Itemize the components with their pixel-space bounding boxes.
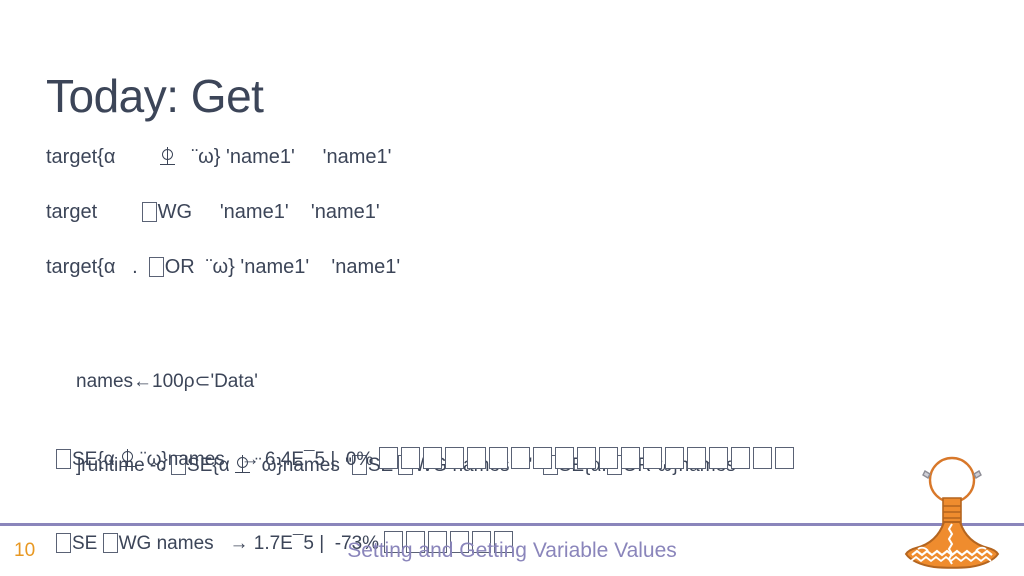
- benchmark-bar-cell: [466, 447, 486, 469]
- benchmark-bar-cell: [752, 447, 772, 469]
- benchmark-results: SE{α ¨ω}names → 6.4E¯5 | 0% SE WG names …: [56, 390, 797, 576]
- spacer: [295, 146, 323, 168]
- spacer: [195, 256, 206, 278]
- apl-quad-glyph: [56, 449, 71, 469]
- benchmark-bar-cell: [554, 447, 574, 469]
- footer-divider: [0, 523, 1024, 526]
- benchmark-metrics: → 1.7E¯5 | -73%: [213, 533, 385, 554]
- spacer: [289, 201, 311, 223]
- benchmark-bar-cell: [620, 447, 640, 469]
- code-text: OR: [164, 256, 195, 278]
- code-text: ¨ω}names: [134, 449, 225, 470]
- benchmark-bar-cell: [664, 447, 684, 469]
- code-text: 'name1': [310, 201, 380, 223]
- benchmark-bar-cell: [488, 447, 508, 469]
- benchmark-result-row: SE WG names → 1.7E¯5 | -73%: [56, 530, 797, 558]
- page-title: Today: Get: [46, 69, 264, 122]
- apl-quad-glyph: [171, 455, 187, 475]
- spacer: [115, 146, 159, 168]
- dyalog-logo-icon: [896, 448, 1008, 570]
- apl-expression-line-3: target{α . OR ¨ω} 'name1' 'name1': [46, 256, 400, 278]
- code-text: SE{α: [72, 449, 120, 470]
- benchmark-bar: [384, 531, 516, 554]
- code-text: target{α: [46, 146, 116, 168]
- code-text: .: [132, 256, 138, 278]
- benchmark-bar-cell: [428, 531, 448, 553]
- apl-quad-glyph: [148, 257, 164, 277]
- code-text: target: [46, 201, 98, 223]
- benchmark-bar-cell: [598, 447, 618, 469]
- spacer: [97, 201, 141, 223]
- code-text: ¨ω} 'name1': [191, 146, 295, 168]
- code-text: ¨ω}names ": [250, 455, 352, 476]
- code-text: WG: [157, 201, 193, 223]
- benchmark-bar-cell: [510, 447, 530, 469]
- benchmark-bar-cell: [730, 447, 750, 469]
- benchmark-bar-cell: [444, 447, 464, 469]
- benchmark-bar-cell: [494, 531, 514, 553]
- footer-title: Setting and Getting Variable Values: [347, 539, 677, 562]
- code-text: ¨ω} 'name1': [205, 256, 310, 278]
- code-text: SE{α: [187, 455, 235, 476]
- spacer: [115, 256, 132, 278]
- code-text: 'name1': [322, 146, 392, 168]
- benchmark-bar-cell: [384, 531, 404, 553]
- benchmark-metrics: → 6.4E¯5 | 0%: [224, 449, 379, 470]
- apl-execute-glyph: [119, 449, 135, 469]
- spacer: [309, 256, 331, 278]
- benchmark-bar-cell: [400, 447, 420, 469]
- code-text: WG names: [118, 533, 214, 554]
- benchmark-bar-cell: [532, 447, 552, 469]
- benchmark-bar-cell: [450, 531, 470, 553]
- benchmark-bar: [378, 447, 797, 470]
- apl-execute-glyph: [159, 147, 175, 167]
- benchmark-bar-cell: [472, 531, 492, 553]
- apl-expression-line-2: target WG 'name1' 'name1': [46, 201, 380, 223]
- code-text: target{α: [46, 256, 116, 278]
- benchmark-bar-cell: [708, 447, 728, 469]
- apl-quad-glyph: [141, 202, 157, 222]
- benchmark-result-row: SE{α ¨ω}names → 6.4E¯5 | 0%: [56, 446, 797, 474]
- benchmark-bar-cell: [774, 447, 794, 469]
- apl-execute-glyph: [235, 455, 250, 475]
- apl-quad-glyph: [102, 533, 118, 553]
- apl-expression-line-1: target{α ¨ω} 'name1' 'name1': [46, 146, 391, 168]
- apl-quad-glyph: [351, 455, 367, 475]
- benchmark-bar-cell: [576, 447, 596, 469]
- code-text: 'name1': [331, 256, 401, 278]
- apl-quad-glyph: [56, 533, 71, 553]
- spacer: [175, 146, 192, 168]
- spacer: [192, 201, 220, 223]
- benchmark-bar-cell: [422, 447, 442, 469]
- benchmark-bar-cell: [378, 447, 398, 469]
- code-text: SE: [72, 533, 103, 554]
- benchmark-bar-cell: [686, 447, 706, 469]
- code-line-names-assign: names←100ρ⊂'Data': [76, 371, 258, 392]
- spacer: [138, 256, 149, 278]
- code-text: 'name1': [219, 201, 289, 223]
- benchmark-bar-cell: [642, 447, 662, 469]
- benchmark-bar-cell: [406, 531, 426, 553]
- page-number: 10: [14, 540, 36, 561]
